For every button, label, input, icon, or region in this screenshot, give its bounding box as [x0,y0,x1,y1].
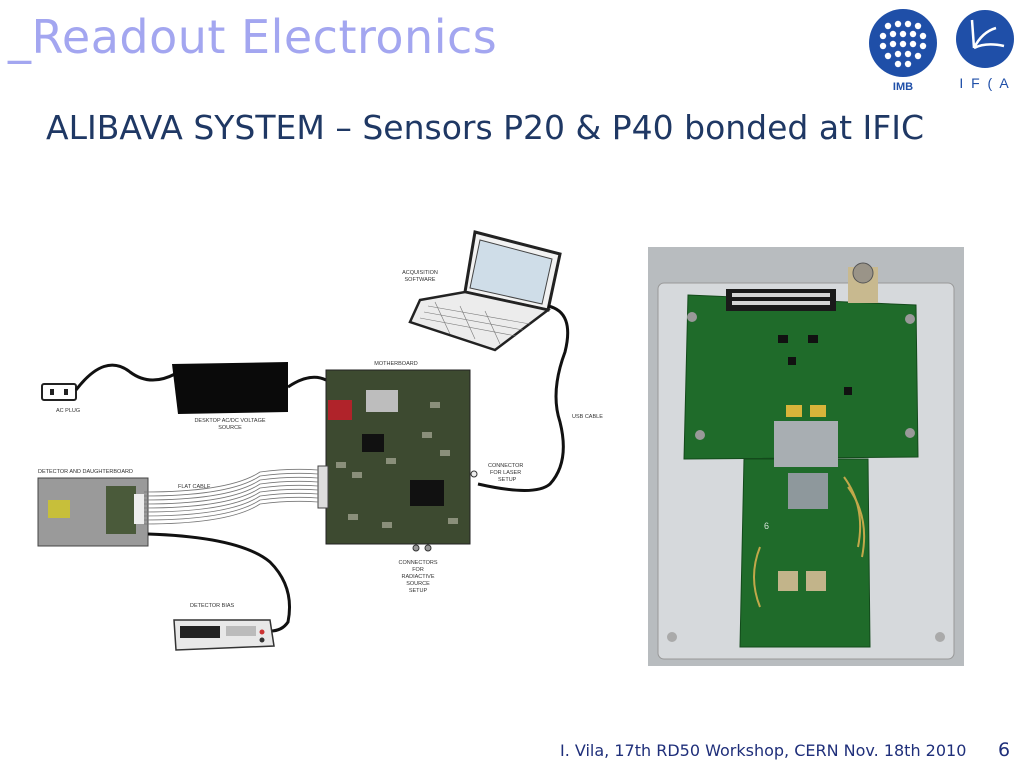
label-usb-cable: USB CABLE [572,414,603,420]
motherboard-icon [317,369,478,552]
source-meter-icon [173,619,275,651]
slide-subtitle: ALIBAVA SYSTEM – Sensors P20 & P40 bonde… [46,108,924,147]
sensor-board-photo: 6 [648,247,964,666]
label-desktop-source-1: DESKTOP AC/DC VOLTAGE [194,418,265,424]
alibava-system-diagram: ACQUISITION SOFTWARE USB CABLE AC PLUG D… [37,230,603,651]
label-connector-laser-2: FOR LASER [490,470,521,476]
flat-cable [143,468,319,525]
ifca-logo: I F ( A [956,10,1014,91]
label-flat-cable: FLAT CABLE [178,484,211,490]
label-motherboard: MOTHERBOARD [374,361,417,367]
label-connectors-radiactive-3: RADIACTIVE [401,574,434,580]
label-ac-plug: AC PLUG [56,408,80,414]
imb-logo-text: IMB [893,81,913,92]
page-number: 6 [998,739,1011,761]
label-connector-laser-1: CONNECTOR [488,463,523,469]
daughterboard [683,294,919,460]
label-connectors-radiactive-5: SETUP [409,588,428,594]
label-connector-laser-3: SETUP [498,477,517,483]
footer-credit: I. Vila, 17th RD50 Workshop, CERN Nov. 1… [560,741,967,760]
label-connectors-radiactive-1: CONNECTORS [398,560,437,566]
label-acquisition-1: ACQUISITION [402,270,438,276]
label-connectors-radiactive-2: FOR [412,567,424,573]
laptop-icon [408,230,562,352]
label-connectors-radiactive-4: SOURCE [406,581,430,587]
label-acquisition-2: SOFTWARE [405,277,436,283]
usb-cable [477,304,570,492]
label-detector-bias: DETECTOR BIAS [190,603,235,609]
label-detector-daughterboard: DETECTOR AND DAUGHTERBOARD [38,469,133,475]
ac-plug-icon [41,383,77,401]
ifca-logo-text: I F ( A [959,75,1010,91]
slide-title: _Readout Electronics [8,10,498,64]
power-supply-icon [172,362,288,414]
label-desktop-source-2: SOURCE [218,425,242,431]
imb-logo: IMB [869,9,937,92]
board-marking: 6 [764,521,769,531]
daughterboard-icon [37,477,149,547]
